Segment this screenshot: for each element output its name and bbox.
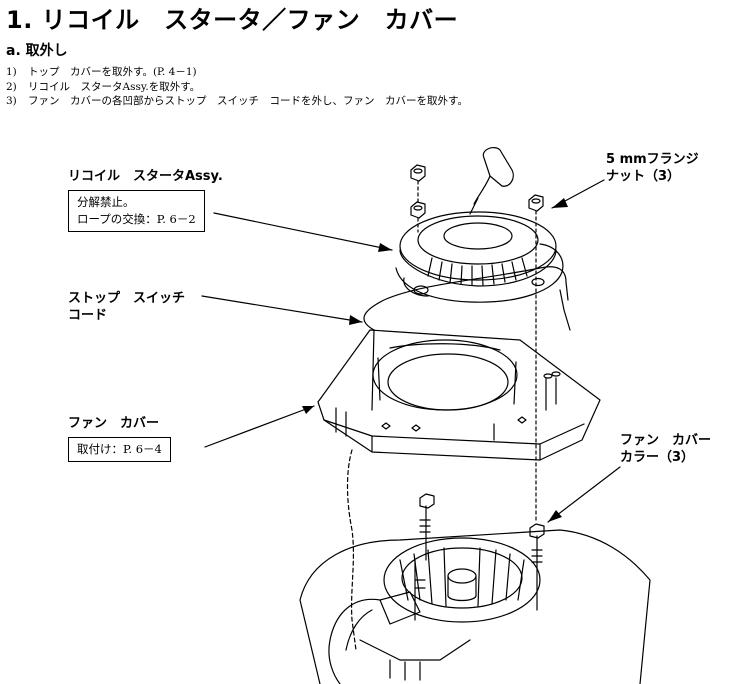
leader-lines	[201, 179, 621, 523]
fan-cover-label: ファン カバー	[68, 416, 160, 431]
engine-flywheel-drawing	[299, 493, 651, 684]
procedure-steps: 1) トップ カバーを取外す。(P. 4－1) 2) リコイル スタータAssy.を…	[6, 65, 468, 109]
recoil-starter-label: リコイル スタータAssy.	[68, 169, 223, 184]
step-item: 1) トップ カバーを取外す。(P. 4－1)	[6, 65, 468, 80]
step-text: トップ カバーを取外す。(P. 4－1)	[28, 66, 197, 78]
step-text: ファン カバーの各凹部からストップ スイッチ コードを外し、ファン カバーを取外…	[28, 95, 468, 107]
step-item: 2) リコイル スタータAssy.を取外す。	[6, 80, 468, 95]
step-number: 1)	[6, 66, 17, 78]
step-number: 2)	[6, 80, 17, 93]
recoil-note-line: 分解禁止。	[77, 195, 135, 209]
recoil-note-line: ロープの交換：P. 6－2	[77, 212, 196, 226]
recoil-starter-drawing	[395, 146, 564, 303]
step-number: 3)	[6, 95, 17, 107]
flange-nut-label-line: 5 mmフランジ	[606, 152, 699, 167]
flange-nut-label-line: ナット（3）	[606, 169, 681, 184]
stop-switch-cord-label-line: コード	[68, 308, 108, 323]
fan-cover-collar-label-line: ファン カバー	[620, 433, 712, 448]
stop-switch-cord-label: ストップ スイッチ コード	[68, 290, 185, 324]
step-item: 3) ファン カバーの各凹部からストップ スイッチ コードを外し、ファン カバーを…	[6, 94, 468, 109]
fan-cover-drawing	[317, 329, 601, 461]
flange-nuts-drawing	[410, 164, 544, 521]
fan-cover-note-line: 取付け：P. 6－4	[77, 442, 162, 456]
section-heading: a. 取外し	[6, 43, 68, 59]
arrowheads	[302, 198, 568, 522]
stop-switch-cord-drawing	[346, 266, 571, 651]
fan-cover-collar-label-line: カラー（3）	[620, 450, 695, 465]
fan-cover-note-box: 取付け：P. 6－4	[68, 437, 171, 462]
stop-switch-cord-label-line: ストップ スイッチ	[68, 291, 186, 306]
recoil-note-box: 分解禁止。 ロープの交換：P. 6－2	[68, 190, 205, 232]
flange-nut-label: 5 mmフランジ ナット（3）	[606, 151, 699, 185]
fan-cover-collar-label: ファン カバー カラー（3）	[620, 432, 711, 466]
step-text: リコイル スタータAssy.を取外す。	[28, 80, 201, 93]
page-title: 1. リコイル スタータ／ファン カバー	[6, 6, 459, 34]
